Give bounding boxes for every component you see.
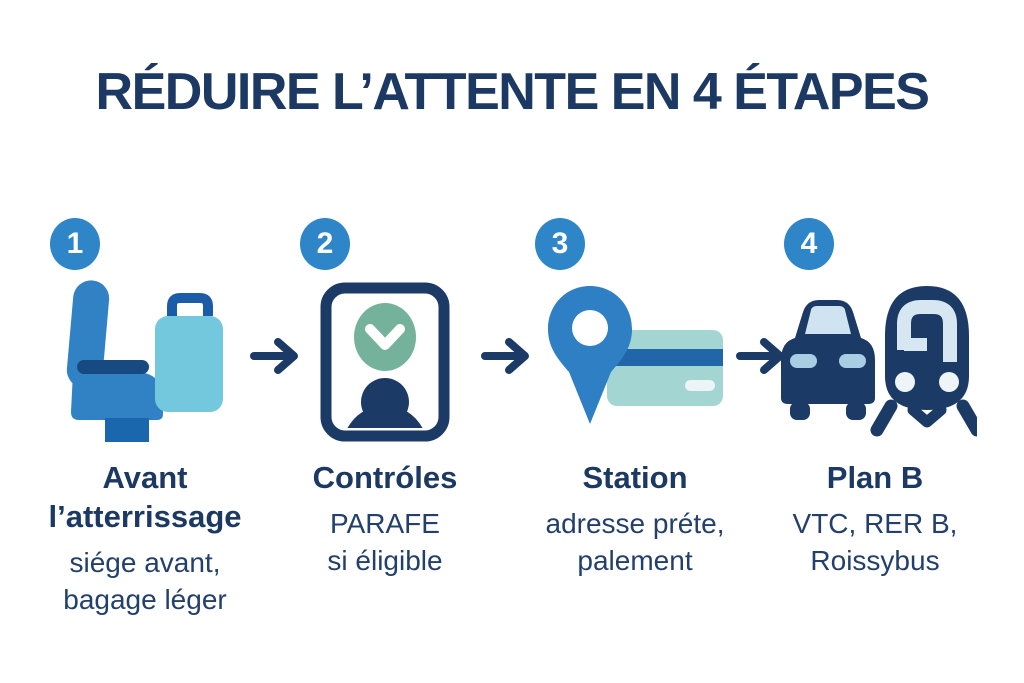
step-3: 3 Station adresse préte, palement [520, 218, 750, 580]
car-wheel-left [790, 402, 810, 420]
train-window [897, 300, 957, 362]
person-silhouette [342, 378, 428, 428]
step-detail: PARAFE si éligible [327, 508, 443, 576]
check-circle [354, 303, 416, 371]
arrow-right-icon [250, 338, 298, 374]
airplane-seat-luggage-icon [66, 280, 223, 442]
suitcase-handle [167, 293, 213, 316]
car-headlight-left [790, 354, 817, 368]
check-mark [365, 324, 405, 350]
train-window-bar [904, 338, 927, 351]
step-number-badge: 3 [535, 218, 585, 270]
page-title: RÉDUIRE L’ATTENTE EN 4 ÉTAPES [95, 63, 930, 121]
step-2-iconbox [275, 280, 495, 444]
step-4: 4 [758, 218, 992, 580]
location-pin [548, 286, 632, 424]
step-heading: Contróles [312, 460, 458, 495]
arrow-right-icon [481, 338, 529, 374]
step-detail: adresse préte, palement [545, 508, 725, 576]
seat-cushion [71, 372, 163, 420]
car-train-icon [781, 286, 977, 437]
train-icon [870, 286, 977, 437]
train-rail-chevron [907, 404, 947, 428]
car-wheel-right [846, 402, 866, 420]
seat-armrest [77, 360, 149, 374]
train-light-left [895, 372, 915, 392]
step-heading: Plan B [826, 460, 924, 495]
step-detail: VTC, RER B, Roissybus [792, 508, 958, 576]
train-light-right [939, 372, 959, 392]
step-heading: Avant l’atterrissage [48, 460, 242, 535]
seat-pedestal [105, 418, 149, 442]
step-3-iconbox [520, 280, 750, 444]
location-pin-payment-card-icon [548, 286, 723, 424]
step-number-badge: 1 [50, 218, 100, 270]
step-1-iconbox [30, 280, 260, 444]
car-headlight-right [839, 354, 866, 368]
arrow-right-icon [736, 338, 784, 374]
step-number-badge: 2 [300, 218, 350, 270]
identity-check-icon [320, 282, 450, 442]
payment-card [607, 330, 723, 406]
car-icon [781, 300, 875, 420]
train-leg-left [870, 399, 898, 437]
card-pill [685, 380, 715, 391]
step-4-iconbox [758, 280, 992, 444]
step-number-badge: 4 [784, 218, 834, 270]
step-1: 1 Avant l’atterrissage siége avant, baga… [30, 218, 260, 619]
train-leg-right [956, 399, 977, 437]
step-2: 2 Contróles PARAFE si éligible [275, 218, 495, 580]
car-windshield [805, 306, 851, 334]
step-heading: Station [582, 460, 688, 495]
card-stripe [607, 349, 723, 366]
suitcase-body [155, 316, 223, 412]
step-detail: siége avant, bagage léger [63, 547, 227, 616]
